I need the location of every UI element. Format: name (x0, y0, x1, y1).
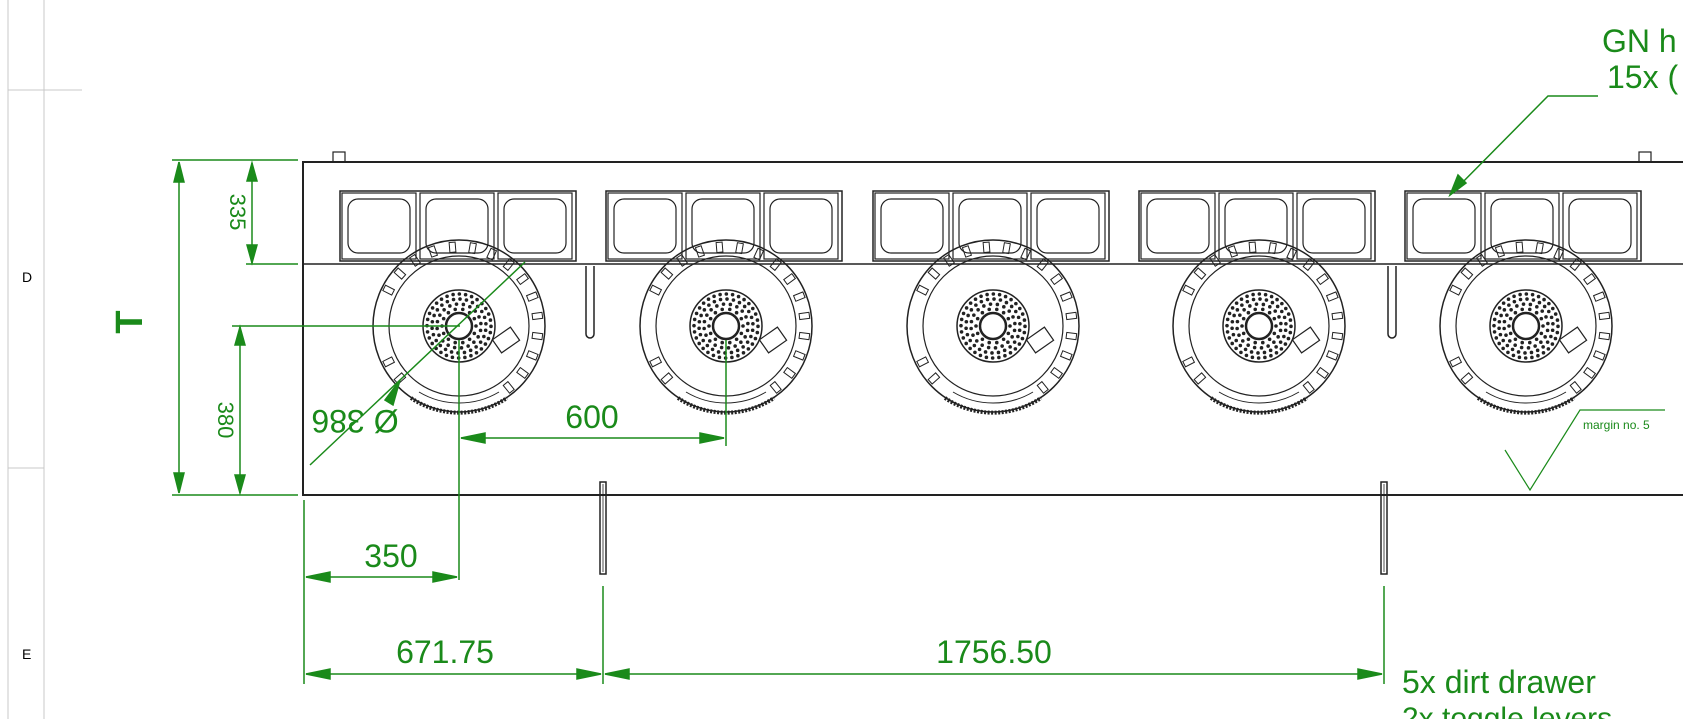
gn-pan-inner (691, 198, 755, 254)
gn-pan-row (339, 190, 1642, 262)
dim-lever-spacing: 1756.50 (936, 634, 1052, 670)
corner-tab-right (1638, 151, 1652, 163)
gn-pan-inner (425, 198, 489, 254)
annotation-margin-note: margin no. 5 (1583, 418, 1650, 432)
gn-pan-group (872, 190, 1110, 262)
dim-pan-depth: 335 (225, 194, 250, 231)
annotation-gn-line2: 15x ( (1607, 59, 1678, 95)
annotation-toggle-levers: 2x toggle levers (1402, 702, 1612, 719)
dim-overall-depth-marker: T (109, 310, 151, 333)
gn-pan (607, 192, 683, 260)
corner-tab-left (332, 151, 346, 163)
gn-pan (685, 192, 761, 260)
gn-pan-group (339, 190, 577, 262)
burner (1439, 239, 1613, 415)
dim-burner-pitch: 600 (565, 399, 618, 435)
gn-pan-inner (1490, 198, 1554, 254)
gn-pan-inner (1568, 198, 1632, 254)
dim-lever-left-offset: 671.75 (396, 634, 494, 670)
gn-pan-group (1404, 190, 1642, 262)
gn-pan (874, 192, 950, 260)
row-letter-e: E (22, 646, 31, 662)
gn-pan-inner (1146, 198, 1210, 254)
gn-pan (497, 192, 573, 260)
burner-row (372, 239, 1613, 415)
gn-pan (1140, 192, 1216, 260)
dim-burner-diameter: Ø 386 (311, 403, 398, 439)
gn-pan-inner (1302, 198, 1366, 254)
gn-pan (1406, 192, 1482, 260)
side-slot (1387, 266, 1397, 339)
toggle-levers (599, 481, 1388, 575)
annotation-gn-line1: GN h (1602, 23, 1677, 59)
gn-pan-inner (1036, 198, 1100, 254)
gn-pan (1562, 192, 1638, 260)
side-slots (585, 266, 1397, 339)
side-slot (585, 266, 595, 339)
gn-pan-inner (347, 198, 411, 254)
gn-pan-inner (613, 198, 677, 254)
body-rect (302, 161, 1683, 496)
gn-pan (1218, 192, 1294, 260)
gn-pan (1030, 192, 1106, 260)
gn-pan-group (1138, 190, 1376, 262)
gn-pan-group (605, 190, 843, 262)
dimension-lines (172, 95, 1665, 684)
gn-pan (1484, 192, 1560, 260)
toggle-lever (1380, 481, 1388, 575)
gn-pan-inner (880, 198, 944, 254)
row-letter-d: D (22, 269, 32, 285)
gn-pan-inner (1224, 198, 1288, 254)
dim-burner-center-depth: 380 (213, 402, 238, 439)
gn-pan (419, 192, 495, 260)
annotation-dirt-drawer: 5x dirt drawer (1402, 664, 1596, 700)
appliance-outline (302, 151, 1683, 496)
gn-pan-inner (503, 198, 567, 254)
gn-pan-inner (1412, 198, 1476, 254)
gn-pan (763, 192, 839, 260)
burner (906, 239, 1080, 415)
gn-pan (1296, 192, 1372, 260)
gn-pan (341, 192, 417, 260)
dim-first-burner-offset: 350 (364, 538, 417, 574)
toggle-lever (599, 481, 607, 575)
burner (1172, 239, 1346, 415)
gn-pan (952, 192, 1028, 260)
gn-pan-inner (769, 198, 833, 254)
gn-pan-inner (958, 198, 1022, 254)
drawing-frame (7, 0, 82, 719)
